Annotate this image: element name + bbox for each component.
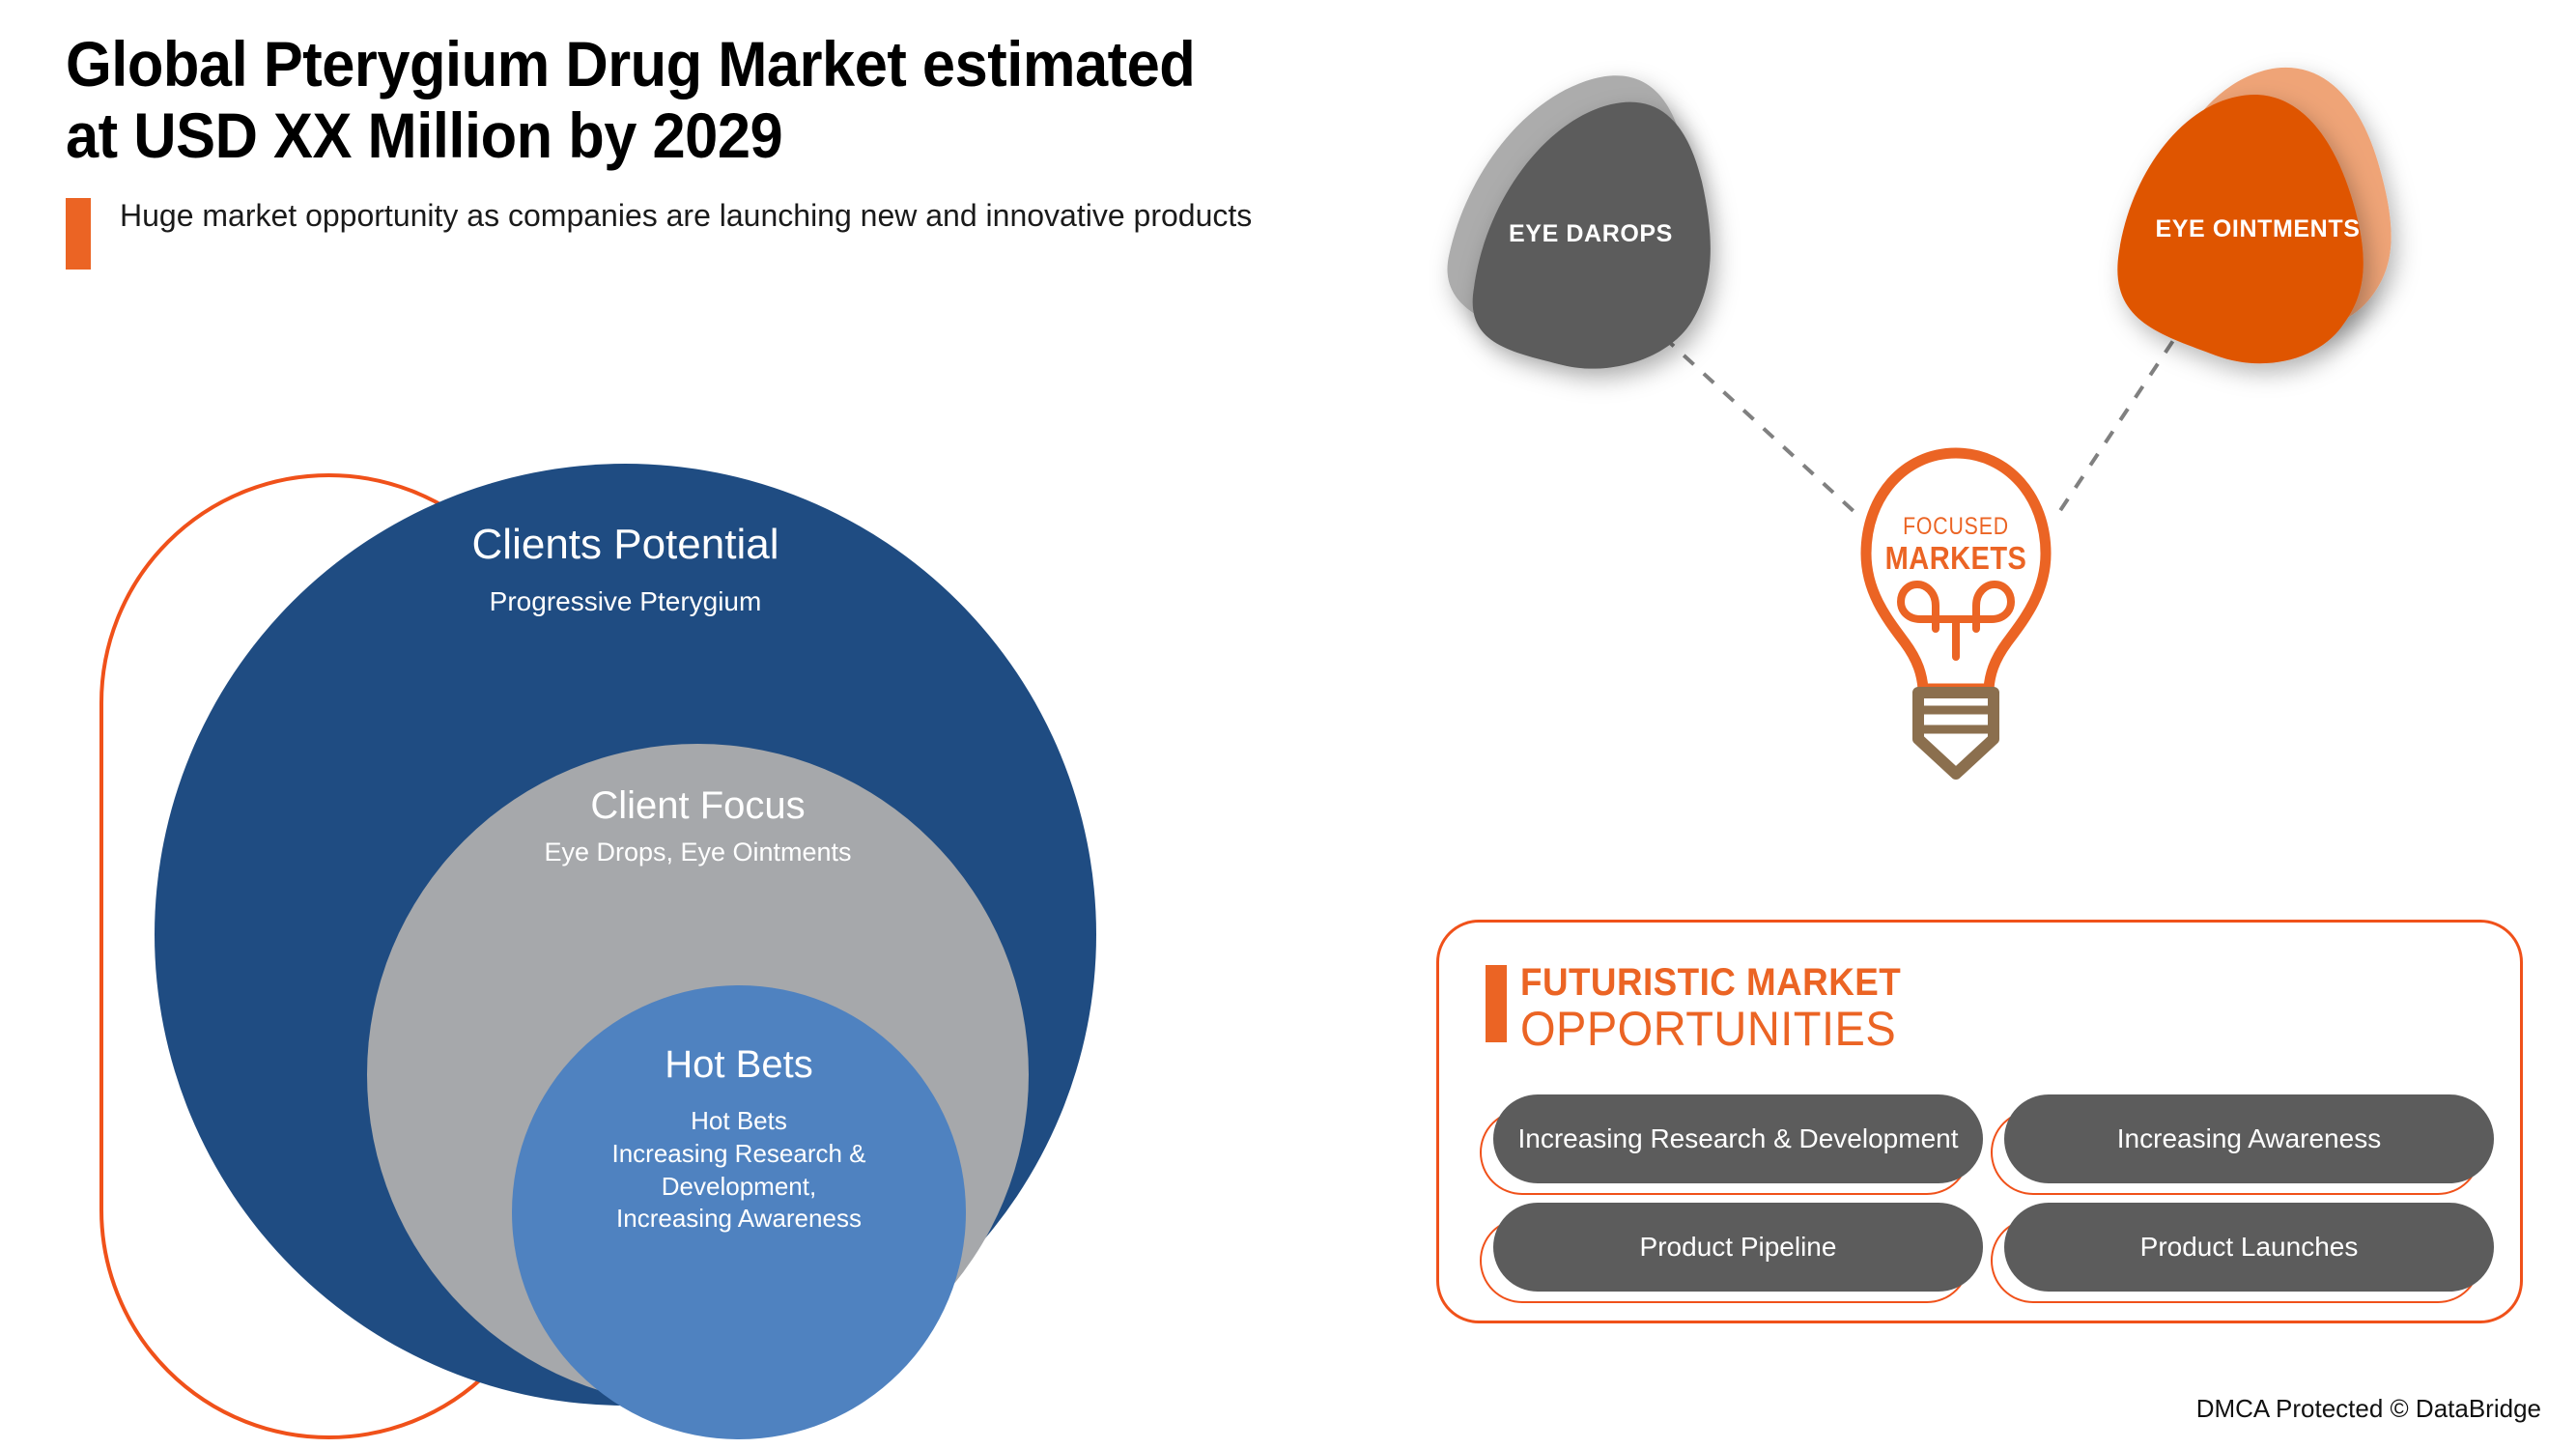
opportunity-item[interactable]: Product Launches bbox=[1991, 1203, 2494, 1303]
lightbulb-icon[interactable]: FOCUSED MARKETS bbox=[1845, 440, 2067, 787]
futuristic-market-opportunities-panel: FUTURISTIC MARKET OPPORTUNITIES Increasi… bbox=[1436, 920, 2523, 1323]
ring-subtitle-hot-bets: Hot Bets Increasing Research & Developme… bbox=[611, 1106, 866, 1234]
lightbulb-svg bbox=[1860, 447, 2052, 780]
opportunity-item[interactable]: Increasing Research & Development bbox=[1480, 1094, 1983, 1195]
ring-label-wrap: Client Focus Eye Drops, Eye Ointments bbox=[367, 744, 1029, 868]
panel-title-line2: OPPORTUNITIES bbox=[1520, 1002, 1897, 1056]
opportunity-pill-3[interactable]: Product Launches bbox=[2004, 1203, 2494, 1292]
blob-label-eye-drops: EYE DAROPS bbox=[1509, 220, 1673, 247]
opportunity-pill-0[interactable]: Increasing Research & Development bbox=[1493, 1094, 1983, 1183]
panel-title-line1: FUTURISTIC MARKET bbox=[1520, 961, 1902, 1004]
ring-label-wrap: Hot Bets Hot Bets Increasing Research & … bbox=[512, 985, 966, 1236]
opportunity-item[interactable]: Increasing Awareness bbox=[1991, 1094, 2494, 1195]
opportunity-pill-grid: Increasing Research & Development Increa… bbox=[1480, 1094, 2494, 1303]
ring-label-wrap: Clients Potential Progressive Pterygium bbox=[155, 464, 1096, 619]
header-block: Global Pterygium Drug Market estimated a… bbox=[66, 28, 1630, 270]
panel-heading: FUTURISTIC MARKET OPPORTUNITIES bbox=[1486, 963, 1934, 1053]
ring-title-hot-bets: Hot Bets bbox=[665, 1043, 813, 1086]
concentric-circles-diagram: Clients Potential Progressive Pterygium … bbox=[68, 444, 1169, 1449]
subtitle-row: Huge market opportunity as companies are… bbox=[66, 195, 1630, 270]
page-title: Global Pterygium Drug Market estimated a… bbox=[66, 28, 1196, 171]
opportunity-pill-1[interactable]: Increasing Awareness bbox=[2004, 1094, 2494, 1183]
blob-eye-drops[interactable]: EYE DAROPS bbox=[1430, 58, 1768, 369]
opportunity-pill-2[interactable]: Product Pipeline bbox=[1493, 1203, 1983, 1292]
ring-subtitle-client-focus: Eye Drops, Eye Ointments bbox=[544, 838, 852, 867]
blob-eye-ointments[interactable]: EYE OINTMENTS bbox=[2077, 58, 2420, 367]
lightbulb-label-line2: MARKETS bbox=[1884, 540, 2027, 576]
subtitle-bullet-marker bbox=[66, 197, 91, 270]
blob-eye-ointments-shape bbox=[2077, 58, 2420, 367]
focused-markets-diagram: EYE DAROPS EYE OINTMENTS bbox=[1420, 58, 2511, 821]
ring-title-clients-potential: Clients Potential bbox=[471, 521, 779, 568]
blob-label-eye-ointments: EYE OINTMENTS bbox=[2155, 215, 2361, 242]
panel-heading-text: FUTURISTIC MARKET OPPORTUNITIES bbox=[1520, 963, 1934, 1053]
lightbulb-label: FOCUSED MARKETS bbox=[1845, 513, 2067, 576]
subtitle-text: Huge market opportunity as companies are… bbox=[120, 197, 1253, 233]
opportunity-item[interactable]: Product Pipeline bbox=[1480, 1203, 1983, 1303]
ring-subtitle-clients-potential: Progressive Pterygium bbox=[489, 586, 762, 617]
lightbulb-label-line1: FOCUSED bbox=[1903, 513, 2009, 540]
panel-heading-accent-bar bbox=[1486, 965, 1507, 1042]
ring-title-client-focus: Client Focus bbox=[590, 784, 806, 827]
blob-eye-drops-shape bbox=[1430, 58, 1768, 369]
footer-credit: DMCA Protected © DataBridge bbox=[2195, 1394, 2541, 1423]
ring-hot-bets[interactable]: Hot Bets Hot Bets Increasing Research & … bbox=[512, 985, 966, 1439]
